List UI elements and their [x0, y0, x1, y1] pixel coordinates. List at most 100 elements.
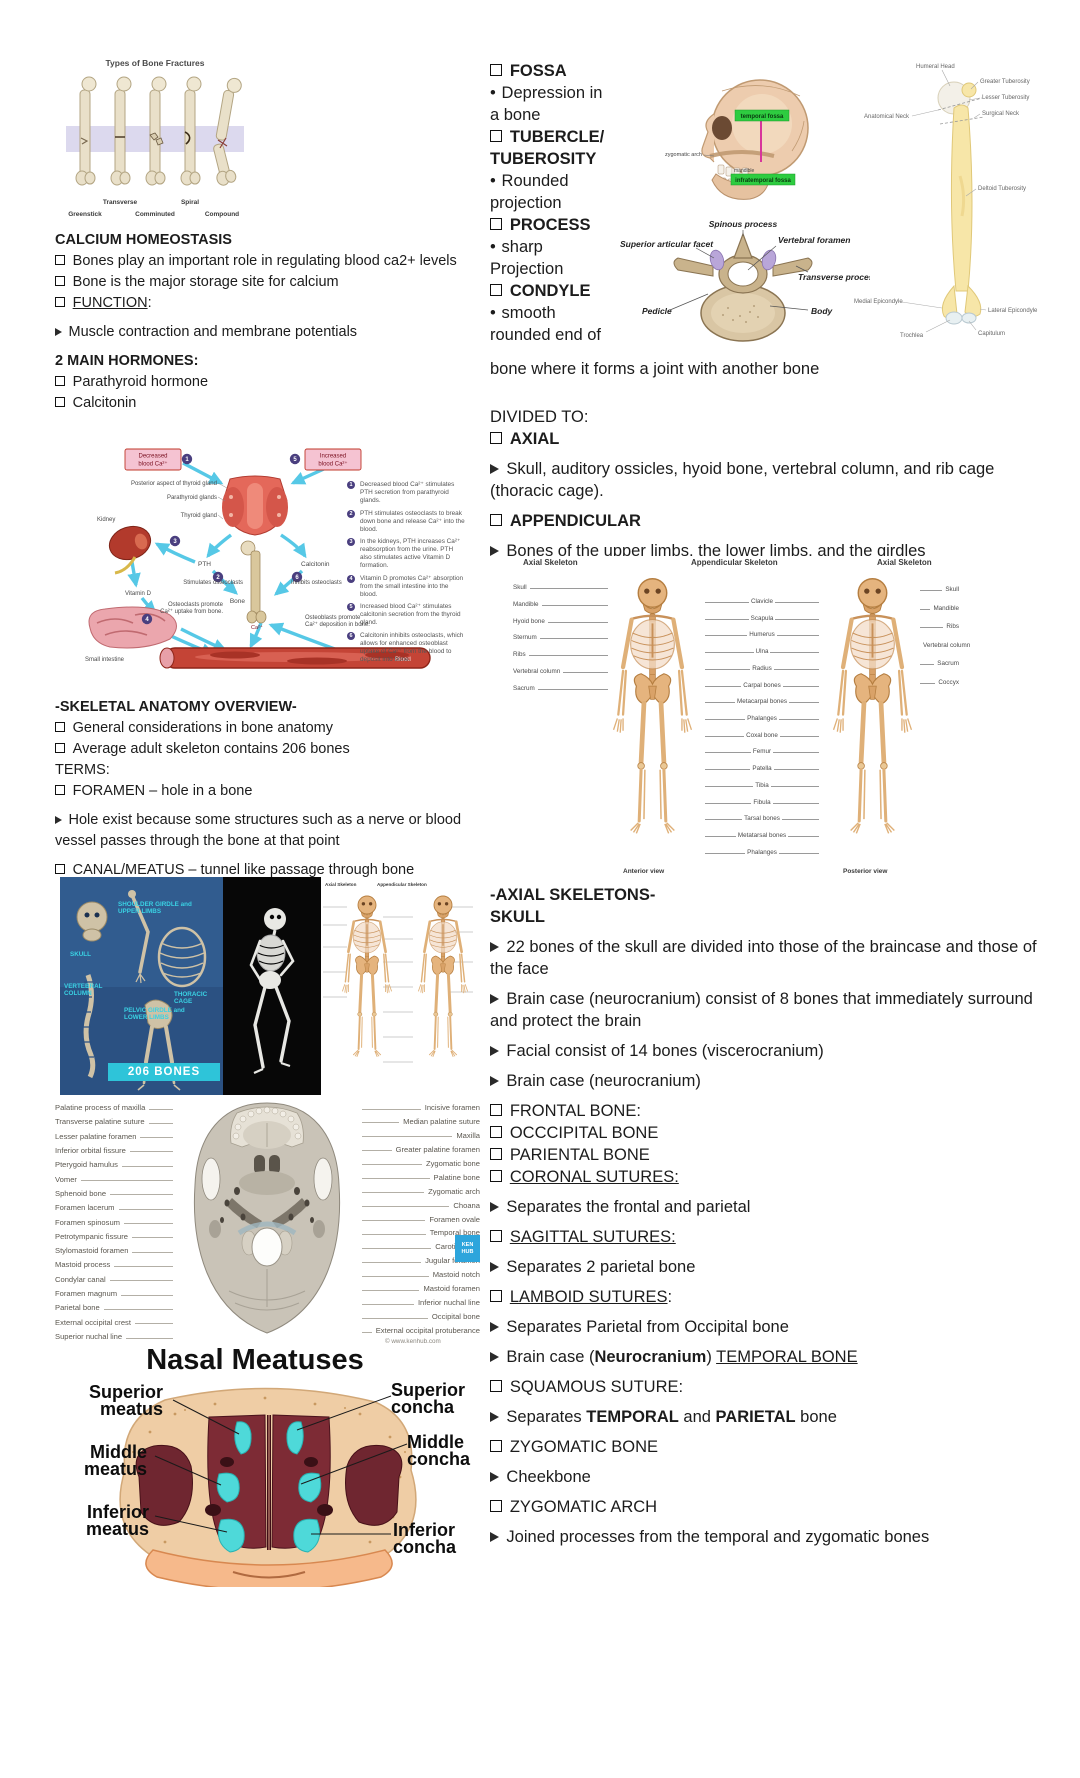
- skeleton-label: Mandible: [513, 601, 609, 608]
- calcium-step: PTH stimulates osteoclasts to break down…: [347, 509, 465, 534]
- label-osteoclasts-promote-1: Osteoclasts promote: [168, 602, 224, 608]
- skeleton-label: Ulna: [703, 648, 821, 655]
- bones206-skull-label: SKULL: [70, 951, 91, 958]
- skeleton-label: Coxal bone: [703, 732, 821, 739]
- skull-base-label: Vomer: [55, 1175, 175, 1184]
- diagram-header-axial-left: Axial Skeleton: [523, 558, 578, 567]
- fracture-label-spiral: Spiral: [181, 199, 199, 206]
- text-line: DIVIDED TO:: [490, 408, 589, 426]
- text-line: Bones of the upper limbs, the lower limb…: [490, 540, 1062, 562]
- calcium-step: Calcitonin inhibits osteoclasts, which a…: [347, 631, 465, 664]
- skull-base-label: Incisive foramen: [360, 1103, 480, 1112]
- arrow-bullet-icon: [490, 1532, 499, 1542]
- medial-epicondyle-label: Medial Epicondyle: [854, 299, 903, 305]
- skeleton-label: Tarsal bones: [703, 815, 821, 822]
- arrow-bullet-icon: [490, 464, 499, 474]
- kidney-art: [108, 525, 152, 561]
- text-line: Brain case (Neurocranium) TEMPORAL BONE: [490, 1346, 1062, 1368]
- mandible-label: mandible: [734, 168, 755, 174]
- increased-ca-box-line1: Increased: [320, 454, 346, 460]
- kenhub-watermark: © www.kenhub.com: [385, 1338, 441, 1345]
- dot-bullet-icon: •: [490, 84, 496, 102]
- checkbox-bullet-icon: [55, 742, 66, 753]
- text-line: SQUAMOUS SUTURE:: [490, 1376, 1062, 1398]
- arrow-bullet-icon: [490, 546, 499, 556]
- text-line: FRONTAL BONE:: [490, 1100, 1062, 1122]
- arrow-bullet-icon: [490, 1202, 499, 1212]
- lesser-tuberosity-label: Lesser Tuberosity: [982, 95, 1029, 101]
- checkbox-bullet-icon: [490, 1290, 502, 1302]
- skeleton-label: Mandible: [919, 605, 959, 612]
- skull-base-label: Greater palatine foramen: [360, 1145, 480, 1154]
- skeletal-overview-heading: -SKELETAL ANATOMY OVERVIEW-: [55, 699, 297, 715]
- skull-base-label: Choana: [360, 1201, 480, 1210]
- bone-fractures-art: Types of Bone Fractures Transverse Spira…: [66, 58, 244, 218]
- bones206-pelvic-label: PELVIC GIRDLE and LOWER LIMBS: [124, 1007, 185, 1022]
- dot-bullet-icon: •: [490, 304, 496, 322]
- skull-base-art: [193, 1102, 341, 1334]
- skeleton-label: Skull: [513, 584, 609, 591]
- body-label: Body: [811, 306, 834, 316]
- step-number-badges: 1 5 3 2 6 4: [141, 453, 303, 625]
- ureter-art: [114, 556, 137, 575]
- humeral-head-label: Humeral Head: [916, 64, 955, 70]
- skeleton-label: Coccyx: [919, 679, 959, 686]
- humerus-figure: Humeral Head Greater Tuberosity Lesser T…: [850, 56, 1078, 344]
- capitulum-label: Capitulum: [978, 331, 1005, 337]
- text-line: PARIENTAL BONE: [490, 1144, 1062, 1166]
- nasal-meatuses-art: [119, 1387, 417, 1587]
- skull-base-label: Foramen lacerum: [55, 1203, 175, 1212]
- skull-base-label: Temporal bone: [360, 1228, 480, 1237]
- checkbox-bullet-icon: [490, 1104, 502, 1116]
- arrow-bullet-icon: [55, 816, 62, 824]
- condyle-continuation: bone where it forms a joint with another…: [490, 360, 820, 378]
- surgical-neck-label: Surgical Neck: [982, 111, 1020, 117]
- arrow-bullet-icon: [490, 1262, 499, 1272]
- fracture-label-compound: Compound: [205, 211, 239, 218]
- label-calcitonin: Calcitonin: [301, 561, 330, 568]
- checkbox-bullet-icon: [55, 784, 66, 795]
- skull-base-label: Occipital bone: [360, 1312, 480, 1321]
- skeleton-label: Carpal bones: [703, 682, 821, 689]
- label-osteoclasts-promote-2: Ca²⁺ uptake from bone.: [160, 608, 223, 615]
- text-line: ZYGOMATIC BONE: [490, 1436, 1062, 1458]
- calcium-step: Vitamin D promotes Ca²⁺ absorption from …: [347, 574, 465, 599]
- checkbox-bullet-icon: [490, 1126, 502, 1138]
- fracture-label-greenstick: Greenstick: [68, 211, 102, 218]
- text-line: CORONAL SUTURES:: [490, 1166, 1062, 1188]
- axial-appendicular-diagram: Axial Skeleton Appendicular Skeleton Axi…: [505, 556, 970, 881]
- skull-base-label: Jugular foramen: [360, 1256, 480, 1265]
- small-intestine-art: [88, 606, 177, 649]
- label-stimulates-osteoclasts: Stimulates osteoclasts: [183, 580, 243, 586]
- skull-base-label: Inferior orbital fissure: [55, 1146, 175, 1155]
- text-line: Separates Parietal from Occipital bone: [490, 1316, 1062, 1338]
- text-line: Muscle contraction and membrane potentia…: [55, 322, 467, 343]
- skull-base-label: Condylar canal: [55, 1275, 175, 1284]
- checkbox-bullet-icon: [55, 296, 66, 307]
- text-line: Parathyroid hormone: [55, 372, 467, 393]
- checkbox-bullet-icon: [490, 1230, 502, 1242]
- arrow-bullet-icon: [490, 994, 499, 1004]
- checkbox-bullet-icon: [490, 218, 502, 230]
- arrow-bullet-icon: [55, 328, 62, 336]
- text-line: FORAMEN – hole in a bone: [55, 781, 471, 802]
- dot-bullet-icon: •: [490, 172, 496, 190]
- text-line: PROCESS: [490, 214, 612, 236]
- zygomatic-arch-label: zygomatic arch: [665, 152, 702, 158]
- skeleton-label: Scapula: [703, 615, 821, 622]
- decreased-ca-box-line1: Decreased: [138, 454, 167, 460]
- kenhub-logo: KEN HUB: [455, 1235, 480, 1262]
- arrow-bullet-icon: [490, 1046, 499, 1056]
- skeleton-label: Phalanges: [703, 849, 821, 856]
- bones206-vertebral-label: VERTEBRAL COLUMN: [64, 983, 103, 998]
- label-inhibits-osteoclasts: Inhibits osteoclasts: [291, 580, 342, 586]
- text-line: OCCCIPITAL BONE: [490, 1122, 1062, 1144]
- checkbox-bullet-icon: [490, 284, 502, 296]
- skeleton-label: Hyoid bone: [513, 618, 609, 625]
- text-line: •Depression in a bone: [490, 84, 603, 124]
- text-line: Joined processes from the temporal and z…: [490, 1526, 1062, 1548]
- checkbox-bullet-icon: [490, 1380, 502, 1392]
- skeleton-label: Radius: [703, 665, 821, 672]
